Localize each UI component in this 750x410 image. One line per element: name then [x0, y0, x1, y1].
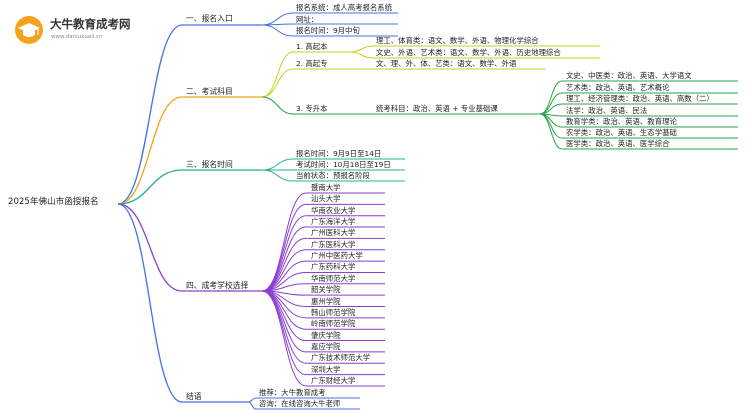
leaf-connector [261, 290, 307, 376]
leaf-reg-url: 网址： [296, 15, 319, 24]
sub-connector [261, 68, 294, 98]
leaf-current-status: 当前状态：预报名阶段 [296, 171, 370, 180]
school-item: 广东技术师范大学 [311, 353, 371, 363]
sub-zhuanshengben: 3. 专升本 [296, 104, 328, 113]
leaf-zsb-science: 理工、经济管理类：政治、英语、高数（二） [566, 94, 714, 103]
root-connector [117, 169, 183, 205]
leaf-recommend: 推荐：大牛教育成考 [259, 388, 326, 397]
school-item: 广东药科大学 [311, 262, 356, 272]
leaf-connector [247, 401, 257, 410]
leaf-zsb-art: 艺术类：政治、英语、艺术概论 [566, 83, 670, 92]
school-item: 岭南师范学院 [311, 319, 356, 329]
leaf-connector [261, 290, 307, 364]
leaf-connector [261, 290, 307, 330]
school-item: 肇庆学院 [311, 330, 341, 340]
root-topic: 2025年佛山市函授报名 [8, 197, 99, 207]
school-item: 惠州学院 [311, 296, 341, 306]
school-item: 华南师范大学 [311, 273, 356, 283]
brand-title: 大牛教育成考网 [50, 17, 131, 31]
leaf-zsb-wenshi: 文史、中医类：政治、英语、大学语文 [566, 71, 692, 80]
school-item: 广东医科大学 [311, 239, 356, 249]
leaf-connector [349, 51, 374, 59]
root-connector [117, 203, 183, 292]
leaf-connector [261, 192, 307, 292]
root-connector [117, 24, 183, 205]
branch-exam-subjects: 二、考试科目 [186, 87, 233, 96]
root-connector [117, 203, 183, 403]
leaf-gqb-arts: 文史、外语、艺术类：语文、数学、外语、历史地理综合 [376, 48, 561, 57]
school-item: 韶关学院 [311, 285, 341, 295]
leaf-signup-time: 报名时间：9月9日至14日 [296, 149, 382, 158]
leaf-connector [261, 158, 294, 171]
branch-registration-time: 三、报名时间 [186, 160, 233, 169]
brand-url: www.daniuxueli.cn [51, 34, 103, 40]
leaf-connector [539, 113, 563, 150]
leaf-zsb-unified: 统考科目：政治、英语 + 专业基础课 [376, 104, 498, 113]
leaf-exam-time: 考试时间：10月18日至19日 [296, 160, 391, 169]
sub-connector [261, 51, 294, 98]
leaf-connector [261, 203, 307, 292]
leaf-zsb-medicine: 医学类：政治、英语、医学综合 [566, 139, 670, 148]
branch-school-choice: 四、成考学校选择 [186, 281, 249, 290]
school-item: 暨南大学 [311, 183, 341, 192]
leaf-connector [539, 80, 563, 115]
school-item: 广州中医药大学 [311, 251, 363, 261]
school-item: 汕头大学 [311, 194, 341, 204]
leaf-connector [261, 24, 294, 37]
branch-registration-entry: 一、报名入口 [186, 14, 233, 23]
leaf-zsb-education: 教育学类：政治、英语、教育理论 [566, 117, 677, 126]
root-connector [117, 96, 183, 205]
leaf-zsb-agriculture: 农学类：政治、英语、生态学基础 [566, 128, 677, 137]
leaf-gqz-subjects: 文、理、外、体、艺类：语文、数学、外语 [376, 59, 517, 68]
leaf-gqb-science: 理工、体育类：语文、数学、外语、物理化学综合 [376, 36, 539, 45]
sub-connector [261, 96, 294, 115]
leaf-reg-time: 报名时间：9月中旬 [296, 26, 360, 35]
school-item: 广东财经大学 [311, 375, 356, 385]
leaf-connector [261, 215, 307, 292]
sub-gaoqizhuan: 2. 高起专 [296, 59, 328, 68]
sub-gaoqiben: 1. 高起本 [296, 42, 328, 51]
leaf-zsb-law: 法学：政治、英语、民法 [566, 106, 648, 115]
school-item: 深圳大学 [311, 364, 341, 374]
school-item: 韩山师范学院 [311, 307, 356, 317]
branch-conclusion: 结语 [186, 392, 202, 401]
graduation-cap-icon [15, 16, 43, 44]
leaf-connector [261, 249, 307, 292]
school-item: 广州医科大学 [311, 228, 356, 238]
leaf-connector [539, 113, 563, 139]
leaf-connector [261, 290, 307, 353]
leaf-connector [349, 45, 374, 53]
school-item: 华南农业大学 [311, 205, 356, 215]
brand-logo: 大牛教育成考网 www.daniuxueli.cn [12, 13, 136, 47]
leaf-consult: 咨询：在线咨询大牛老师 [259, 399, 341, 408]
leaf-connector [261, 290, 307, 387]
school-item: 嘉应学院 [311, 341, 341, 351]
leaf-reg-system: 报名系统：成人高考报名系统 [296, 3, 393, 12]
school-item: 广东海洋大学 [311, 217, 356, 227]
leaf-connector [247, 397, 257, 403]
leaf-connector [261, 12, 294, 26]
leaf-connector [261, 169, 294, 182]
